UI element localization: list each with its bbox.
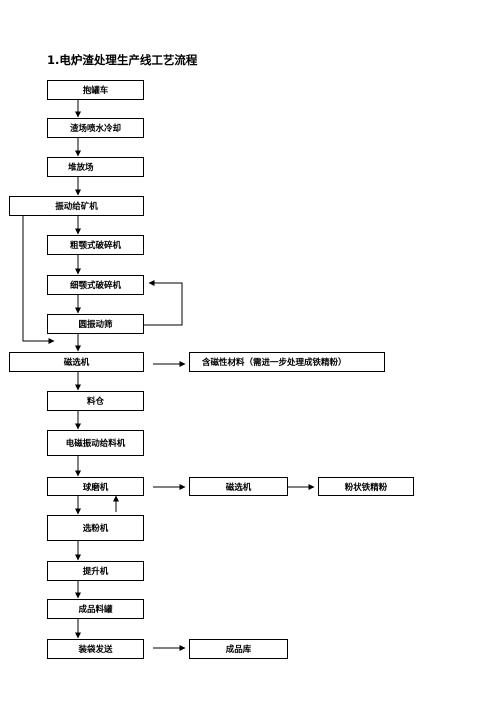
node-coarse-jaw-crusher: 粗颚式破碎机 — [47, 235, 144, 255]
node-ball-mill: 球磨机 — [47, 477, 144, 496]
node-warehouse: 成品库 — [189, 639, 288, 659]
node-iron-powder: 粉状铁精粉 — [318, 477, 414, 496]
page-title: 1.电炉渣处理生产线工艺流程 — [47, 53, 198, 67]
node-fine-jaw-crusher: 细颚式破碎机 — [47, 275, 144, 295]
node-storage-yard: 堆放场 — [47, 157, 144, 177]
node-circular-screen: 圆振动筛 — [47, 314, 144, 334]
node-electromagnetic-feeder: 电磁振动给料机 — [47, 430, 144, 456]
node-magnetic-separator-1: 磁选机 — [9, 352, 144, 372]
node-silo: 料仓 — [47, 391, 144, 411]
node-powder-separator: 选粉机 — [47, 515, 144, 541]
node-elevator: 提升机 — [47, 561, 144, 581]
node-magnetic-separator-2: 磁选机 — [189, 477, 288, 496]
node-spray-cooling: 渣场喷水冷却 — [47, 118, 144, 138]
arrow-screen-return — [144, 280, 183, 326]
node-product-tank: 成品料罐 — [47, 599, 144, 619]
node-vibrating-feeder: 振动给矿机 — [9, 196, 144, 216]
node-bagging: 装袋发送 — [47, 639, 144, 659]
arrow-feeder-bypass — [22, 216, 55, 344]
node-magnetic-material: 含磁性材料（需进一步处理成铁精粉） — [189, 352, 385, 372]
node-tank-truck: 抱罐车 — [47, 80, 144, 100]
